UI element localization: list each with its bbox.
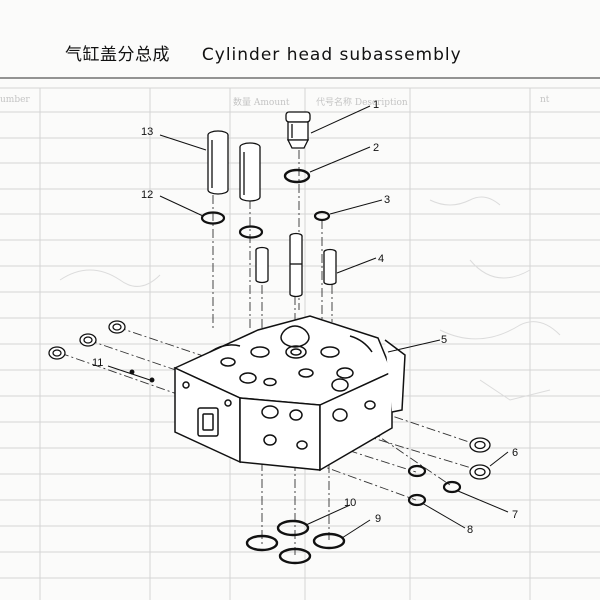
part-9-10-large-rings — [245, 519, 346, 565]
ghost-partial-header: nt — [540, 95, 550, 105]
callout-10: 10 — [344, 497, 356, 509]
part-3-small-ring — [313, 210, 331, 222]
part-1-fitting — [285, 111, 311, 149]
part-12-sealing-rings — [200, 211, 264, 239]
part-13-sleeves — [207, 130, 261, 202]
part-4-guide-pins — [255, 232, 337, 298]
ghost-number-header: umber — [0, 95, 30, 105]
callout-3: 3 — [384, 194, 390, 206]
title-chinese: 气缸盖分总成 — [65, 45, 170, 65]
ghost-quantity-header: 数量 Amount — [233, 98, 290, 108]
callout-7: 7 — [512, 509, 518, 521]
callout-6: 6 — [512, 447, 518, 459]
callout-8: 8 — [467, 524, 473, 536]
callout-numbers: 1 2 3 4 5 6 7 8 9 10 11 12 13 — [92, 99, 518, 536]
callout-13: 13 — [141, 126, 153, 138]
leader-lines — [107, 105, 509, 539]
callout-5: 5 — [441, 334, 447, 346]
callout-4: 4 — [378, 253, 384, 265]
diagram-title: 气缸盖分总成 Cylinder head subassembly — [65, 40, 565, 70]
part-5-cylinder-head-body — [173, 315, 406, 472]
part-11-plugs — [48, 320, 155, 383]
part-6-plugs — [469, 437, 491, 480]
callout-1: 1 — [373, 99, 379, 111]
part-2-o-ring — [283, 168, 311, 184]
callout-11: 11 — [92, 357, 103, 369]
title-english: Cylinder head subassembly — [201, 45, 462, 65]
part-7-8-small-rings — [407, 464, 462, 507]
callout-12: 12 — [141, 189, 153, 201]
callout-9: 9 — [375, 513, 381, 525]
ghost-name-header: 代号名称 Description — [316, 98, 408, 108]
callout-2: 2 — [373, 142, 379, 154]
background-table-grid — [0, 77, 600, 600]
